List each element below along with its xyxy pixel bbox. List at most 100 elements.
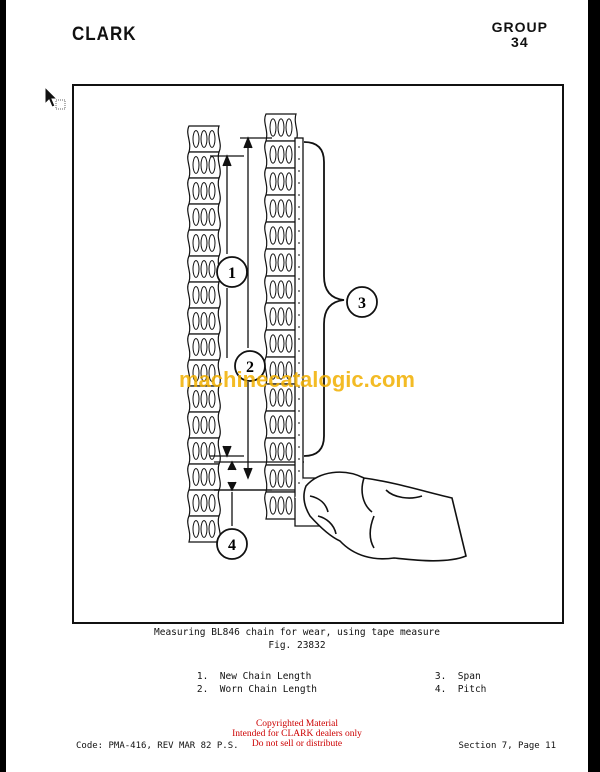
chain-plate xyxy=(208,182,216,200)
chain-plate xyxy=(200,182,208,200)
figure-frame: 1 2 3 4 xyxy=(72,84,564,624)
figure-number: Fig. 23832 xyxy=(268,640,326,651)
chain-plate xyxy=(277,442,285,461)
chain-plate xyxy=(192,520,200,538)
chain-plate xyxy=(208,286,216,304)
chain-plate xyxy=(285,145,293,164)
chain-plate xyxy=(277,334,285,353)
chain-plate xyxy=(285,118,293,137)
chain-plate xyxy=(285,496,293,515)
callout-2: 2 xyxy=(234,350,266,382)
chain-plate xyxy=(200,442,208,460)
chain-plate xyxy=(192,156,200,174)
page-reference: Section 7, Page 11 xyxy=(458,741,556,751)
callout-1-label: 1 xyxy=(228,265,236,282)
chain-plate xyxy=(192,312,200,330)
chain-plate xyxy=(200,494,208,512)
manual-page: CLARK GROUP 34 xyxy=(6,0,588,772)
chain-plate xyxy=(269,415,277,434)
mouse-cursor-icon xyxy=(44,86,66,110)
chain-plate xyxy=(192,494,200,512)
chain-plate xyxy=(277,415,285,434)
chain-plate xyxy=(285,388,293,407)
chain-plate xyxy=(208,520,216,538)
chain-plate xyxy=(277,226,285,245)
chain-plate xyxy=(285,361,293,380)
chain-plate xyxy=(208,416,216,434)
chain-plate xyxy=(269,334,277,353)
copyright-line-3: Do not sell or distribute xyxy=(251,739,343,749)
chain-plate xyxy=(269,226,277,245)
chain-plate xyxy=(285,442,293,461)
chain-plate xyxy=(192,182,200,200)
chain-plate xyxy=(277,118,285,137)
legend-number: 2. xyxy=(196,684,209,695)
right-chain xyxy=(264,113,298,520)
chain-plate xyxy=(285,172,293,191)
chain-plate xyxy=(200,416,208,434)
legend-item-2: 2. Worn Chain Length xyxy=(174,673,317,706)
chain-plate xyxy=(269,442,277,461)
chain-plate xyxy=(200,312,208,330)
caption-text: Measuring BL846 chain for wear, using ta… xyxy=(154,627,440,638)
chain-plate xyxy=(277,388,285,407)
legend-item-4: 4. Pitch xyxy=(412,673,487,706)
chain-plate xyxy=(192,442,200,460)
chain-plate xyxy=(208,494,216,512)
chain-plate xyxy=(200,286,208,304)
chain-plate xyxy=(208,364,216,382)
legend-label: New Chain Length xyxy=(219,671,312,682)
chain-plate xyxy=(208,312,216,330)
chain-plate xyxy=(208,208,216,226)
chain-plate xyxy=(208,390,216,408)
chain-plate xyxy=(277,280,285,299)
chain-plate xyxy=(285,469,293,488)
chain-plate xyxy=(208,338,216,356)
chain-plate xyxy=(269,118,277,137)
chain-plate xyxy=(269,280,277,299)
chain-plate xyxy=(269,307,277,326)
legend-item-3: 3. Span xyxy=(412,660,481,693)
chain-plate xyxy=(269,172,277,191)
legend-label: Worn Chain Length xyxy=(219,684,318,695)
chain-plate xyxy=(200,390,208,408)
callout-1: 1 xyxy=(216,256,248,288)
group-title: GROUP xyxy=(491,19,548,35)
chain-measurement-illustration: 1 2 3 4 xyxy=(187,113,467,562)
chain-plate xyxy=(192,130,200,148)
document-code: Code: PMA-416, REV MAR 82 P.S. xyxy=(76,741,239,751)
chain-plate xyxy=(208,468,216,486)
chain-plate xyxy=(277,361,285,380)
chain-plate xyxy=(200,130,208,148)
callout-3: 3 xyxy=(346,286,378,318)
chain-plate xyxy=(269,496,277,515)
chain-plate xyxy=(269,388,277,407)
chain-plate xyxy=(192,390,200,408)
watermark: machinecatalogic.com xyxy=(179,367,415,392)
chain-plate xyxy=(285,226,293,245)
legend-label: Span xyxy=(457,671,481,682)
chain-plate xyxy=(285,253,293,272)
copyright-notice: Copyrighted Material Intended for CLARK … xyxy=(6,719,588,749)
worn-chain-length-dimension xyxy=(214,136,272,491)
chain-plate xyxy=(277,496,285,515)
chain-plate xyxy=(208,234,216,252)
chain-plate xyxy=(200,338,208,356)
copyright-line-2: Intended for CLARK dealers only xyxy=(232,729,362,739)
callout-4-label: 4 xyxy=(228,537,236,554)
left-chain xyxy=(187,125,221,543)
chain-plate xyxy=(192,208,200,226)
chain-plate xyxy=(277,253,285,272)
chain-plate xyxy=(285,307,293,326)
pitch-dimension xyxy=(214,460,304,526)
chain-plate xyxy=(208,442,216,460)
copyright-line-1: Copyrighted Material xyxy=(255,719,339,729)
chain-plate xyxy=(192,286,200,304)
chain-plate xyxy=(269,145,277,164)
figure-caption: Measuring BL846 chain for wear, using ta… xyxy=(6,626,588,652)
chain-plate xyxy=(192,416,200,434)
chain-plate xyxy=(277,199,285,218)
callout-4: 4 xyxy=(216,528,248,560)
chain-plate xyxy=(192,260,200,278)
legend-number: 3. xyxy=(434,671,447,682)
